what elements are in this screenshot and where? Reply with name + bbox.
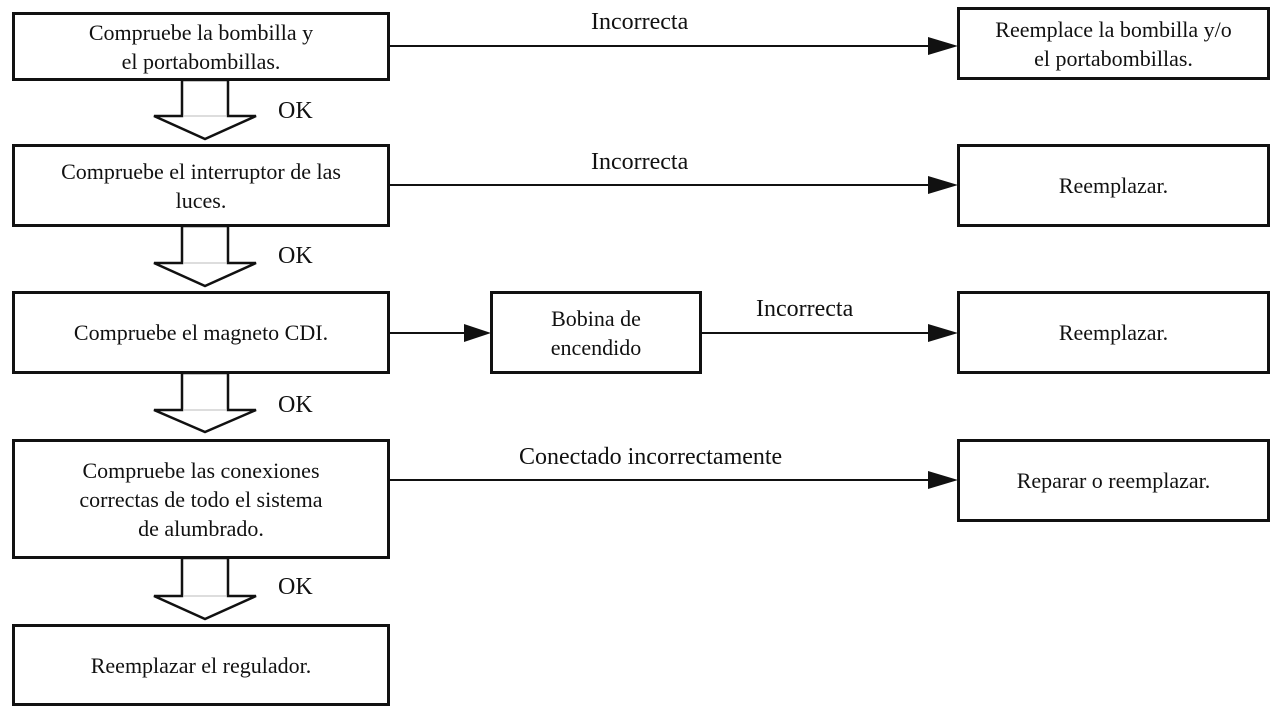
arrowhead-5: [928, 471, 958, 489]
arrowhead-3: [464, 324, 491, 342]
ok-label-4: OK: [278, 574, 313, 600]
step-text-bulb: Compruebe la bombilla y el portabombilla…: [88, 19, 314, 74]
action-text-replace-bulb: Reemplace la bombilla y/o el portabombil…: [995, 16, 1232, 71]
step-text-connections: Compruebe las conexiones correctas de to…: [79, 457, 323, 541]
ignition-coil-text: Bobina de encendido: [550, 305, 642, 360]
down-arrow-1: [153, 78, 257, 141]
action-box-replace-coil: Reemplazar.: [957, 291, 1270, 374]
step-box-connections: Compruebe las conexiones correctas de to…: [12, 439, 390, 559]
action-text-replace-switch: Reemplazar.: [1058, 173, 1169, 198]
step-box-light-switch: Compruebe el interruptor de las luces.: [12, 144, 390, 227]
down-arrow-2: [153, 224, 257, 288]
arrowhead-1: [928, 37, 958, 55]
action-text-repair: Reparar o reemplazar.: [1016, 468, 1211, 493]
ok-label-1: OK: [278, 98, 313, 124]
action-box-replace-switch: Reemplazar.: [957, 144, 1270, 227]
branch-label-1: Incorrecta: [591, 9, 689, 35]
arrowhead-2: [928, 176, 958, 194]
ok-label-3: OK: [278, 392, 313, 418]
branch-label-3: Incorrecta: [756, 296, 854, 322]
branch-label-4: Conectado incorrectamente: [519, 444, 783, 470]
step-box-regulator: Reemplazar el regulador.: [12, 624, 390, 706]
ok-label-2: OK: [278, 243, 313, 269]
step-box-bulb: Compruebe la bombilla y el portabombilla…: [12, 12, 390, 81]
step-text-cdi-magneto: Compruebe el magneto CDI.: [73, 320, 329, 345]
step-text-light-switch: Compruebe el interruptor de las luces.: [61, 158, 341, 213]
action-box-repair: Reparar o reemplazar.: [957, 439, 1270, 522]
arrowhead-4: [928, 324, 958, 342]
action-box-replace-bulb: Reemplace la bombilla y/o el portabombil…: [957, 7, 1270, 80]
action-text-replace-coil: Reemplazar.: [1058, 320, 1169, 345]
down-arrow-3: [153, 371, 257, 434]
step-box-cdi-magneto: Compruebe el magneto CDI.: [12, 291, 390, 374]
step-text-regulator: Reemplazar el regulador.: [90, 652, 312, 678]
branch-label-2: Incorrecta: [591, 149, 689, 175]
down-arrow-4: [153, 556, 257, 621]
ignition-coil-box: Bobina de encendido: [490, 291, 702, 374]
